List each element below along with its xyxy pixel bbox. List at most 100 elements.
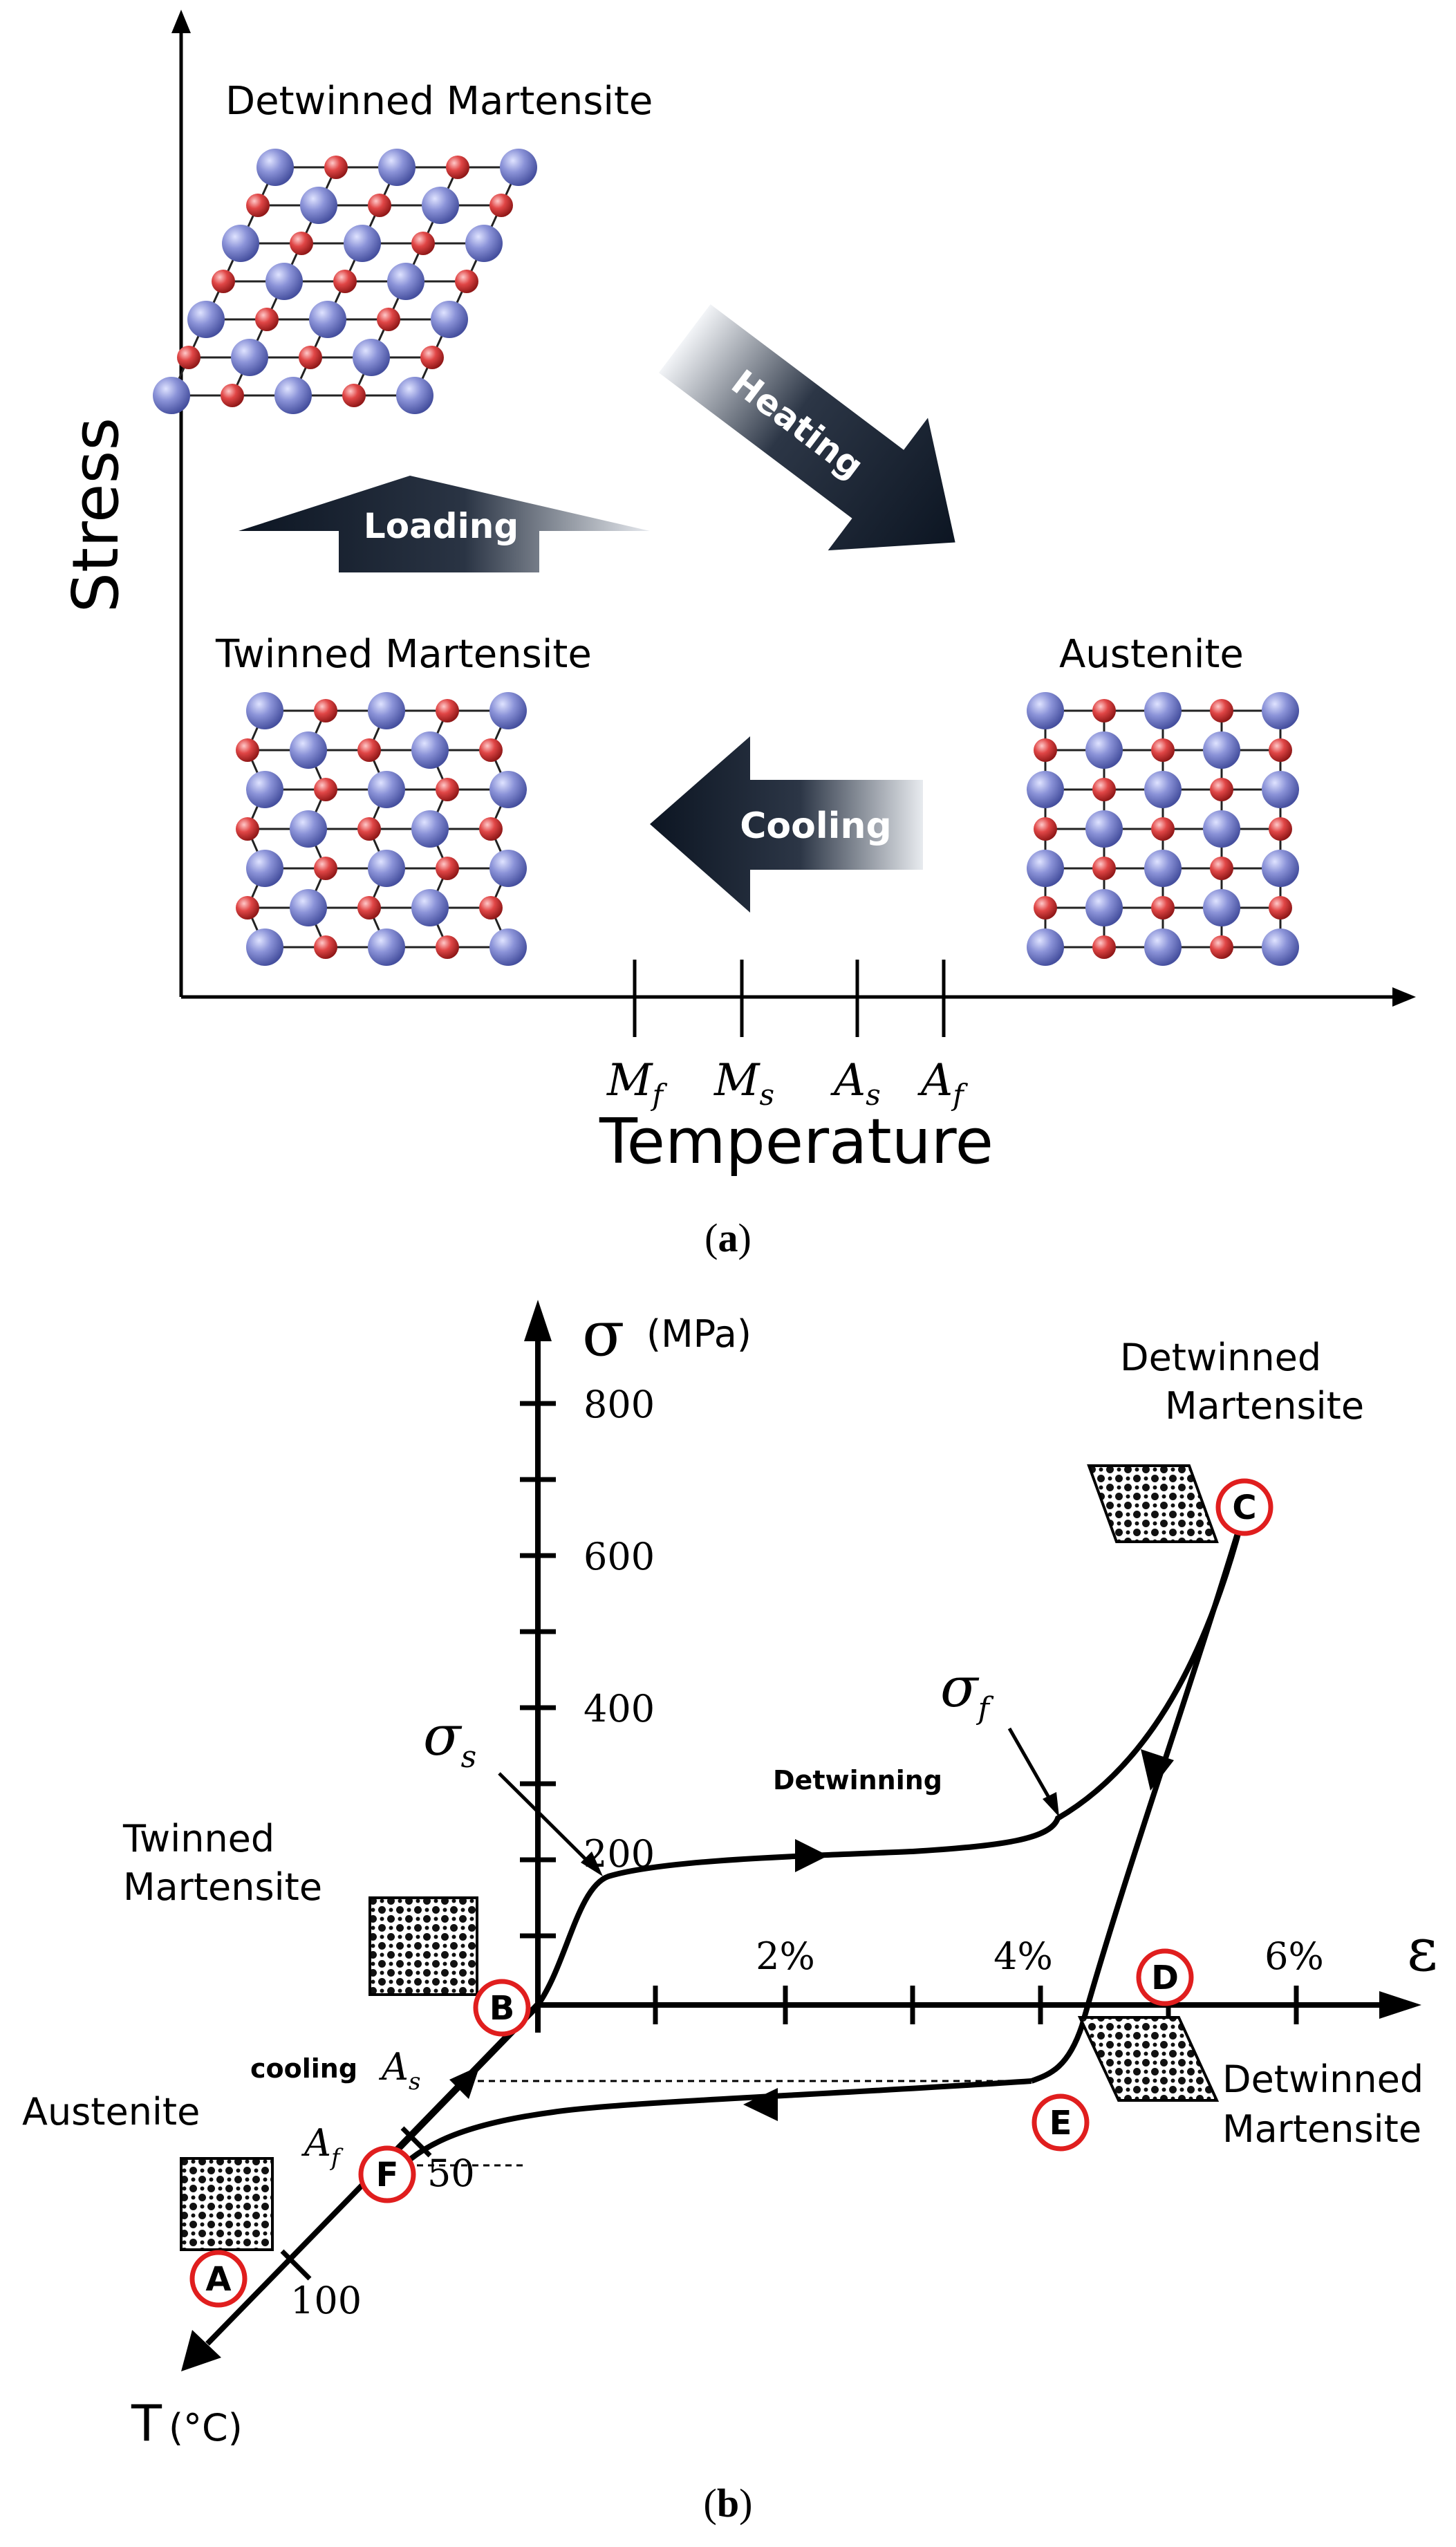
tick-label-ms: Ms: [713, 1055, 774, 1112]
large-atom: [489, 850, 527, 887]
large-atom: [256, 149, 294, 186]
detwinned-martensite-top-l2: Martensite: [1165, 1384, 1364, 1428]
large-atom: [378, 149, 416, 186]
loading-arrow: Loading: [239, 476, 650, 572]
panel-a: Stress Temperature Mf Ms As Af Detwinned…: [59, 10, 1416, 1260]
sigma-axis-unit: (MPa): [646, 1312, 752, 1356]
state-point-ring: [1136, 1948, 1194, 2006]
small-atom: [177, 346, 200, 369]
small-atom: [1034, 817, 1057, 841]
detwinned-microstructure-icon-bottom: [1077, 2016, 1220, 2102]
small-atom: [411, 232, 435, 255]
large-atom: [344, 225, 381, 262]
large-atom: [1262, 929, 1299, 966]
cooling-label: cooling: [250, 2053, 357, 2084]
strain-axis-arrowhead: [1379, 1991, 1421, 2019]
small-atom: [357, 817, 381, 841]
recovery-direction-arrow: [743, 2088, 778, 2121]
tick-label-mf: Mf: [606, 1055, 668, 1112]
small-atom: [1092, 778, 1116, 801]
large-atom: [1203, 889, 1240, 926]
small-atom: [221, 384, 244, 407]
detwinned-martensite-title: Detwinned Martensite: [225, 79, 653, 124]
small-atom: [1210, 935, 1233, 959]
strain-tick-2pct: 2%: [756, 1934, 815, 1978]
large-atom: [1144, 929, 1182, 966]
state-point-f: F: [358, 2145, 416, 2203]
temperature-axis-b-arrowhead: [181, 2330, 221, 2371]
small-atom: [314, 699, 337, 722]
cooling-arrow: Cooling: [650, 736, 923, 913]
state-point-ring: [189, 2250, 248, 2308]
large-atom: [1027, 771, 1064, 808]
large-atom: [231, 339, 268, 376]
state-point-letter: F: [376, 2156, 399, 2194]
large-atom: [187, 301, 225, 338]
large-atom: [411, 810, 449, 848]
loading-arrow-label: Loading: [364, 506, 519, 546]
sigma-axis-symbol: σ: [582, 1298, 624, 1370]
large-atom: [222, 225, 259, 262]
twinned-martensite-title: Twinned Martensite: [215, 632, 592, 677]
small-atom: [299, 346, 322, 369]
loading-curve: [535, 1510, 1247, 2007]
large-atom: [1027, 850, 1064, 887]
small-atom: [290, 232, 313, 255]
stress-axis-arrowhead: [171, 10, 191, 33]
large-atom: [1085, 889, 1123, 926]
small-atom: [324, 156, 348, 179]
large-atom: [246, 850, 283, 887]
caption-b: (b): [704, 2481, 753, 2526]
caption-a: (a): [704, 1215, 752, 1260]
small-atom: [420, 346, 444, 369]
small-atom: [314, 857, 337, 880]
twinned-martensite-lattice: [236, 692, 527, 966]
large-atom: [1262, 692, 1299, 729]
small-atom: [314, 935, 337, 959]
small-atom: [342, 384, 366, 407]
small-atom: [1092, 935, 1116, 959]
temperature-tick-50: 50: [427, 2152, 475, 2195]
temperature-axis-arrowhead: [1392, 987, 1416, 1007]
sigma-f-label: σf: [940, 1655, 994, 1726]
sigma-f-pointer: [1007, 1727, 1056, 1807]
temperature-axis-b-label: T(°C): [131, 2394, 243, 2452]
small-atom: [455, 270, 478, 293]
sigma-tick-800: 800: [584, 1383, 655, 1426]
small-atom: [1210, 699, 1233, 722]
small-atom: [368, 194, 391, 217]
large-atom: [368, 692, 405, 729]
stress-axis-label: Stress: [59, 418, 133, 613]
sigma-f-pointer-head: [1043, 1792, 1059, 1817]
large-atom: [1144, 850, 1182, 887]
state-point-letter: D: [1151, 1959, 1179, 1997]
large-atom: [431, 301, 468, 338]
large-atom: [1144, 692, 1182, 729]
state-point-ring: [473, 1979, 531, 2037]
small-atom: [479, 817, 503, 841]
large-atom: [1085, 810, 1123, 848]
sigma-s-pointer: [498, 1772, 595, 1868]
detwinned-martensite-lattice: [153, 149, 537, 414]
strain-axis-symbol: ε: [1407, 1916, 1438, 1985]
large-atom: [290, 889, 327, 926]
small-atom: [479, 896, 503, 920]
small-atom: [436, 778, 459, 801]
large-atom: [489, 692, 527, 729]
large-atom: [353, 339, 390, 376]
large-atom: [300, 187, 337, 224]
temperature-axis-label: Temperature: [599, 1105, 993, 1178]
temperature-tick-100: 100: [290, 2279, 362, 2322]
large-atom: [1027, 929, 1064, 966]
small-atom: [1210, 857, 1233, 880]
strain-tick-4pct: 4%: [993, 1934, 1053, 1978]
large-atom: [290, 810, 327, 848]
large-atom: [246, 692, 283, 729]
small-atom: [314, 778, 337, 801]
large-atom: [274, 377, 312, 414]
state-point-letter: A: [205, 2260, 231, 2299]
large-atom: [500, 149, 537, 186]
small-atom: [333, 270, 357, 293]
